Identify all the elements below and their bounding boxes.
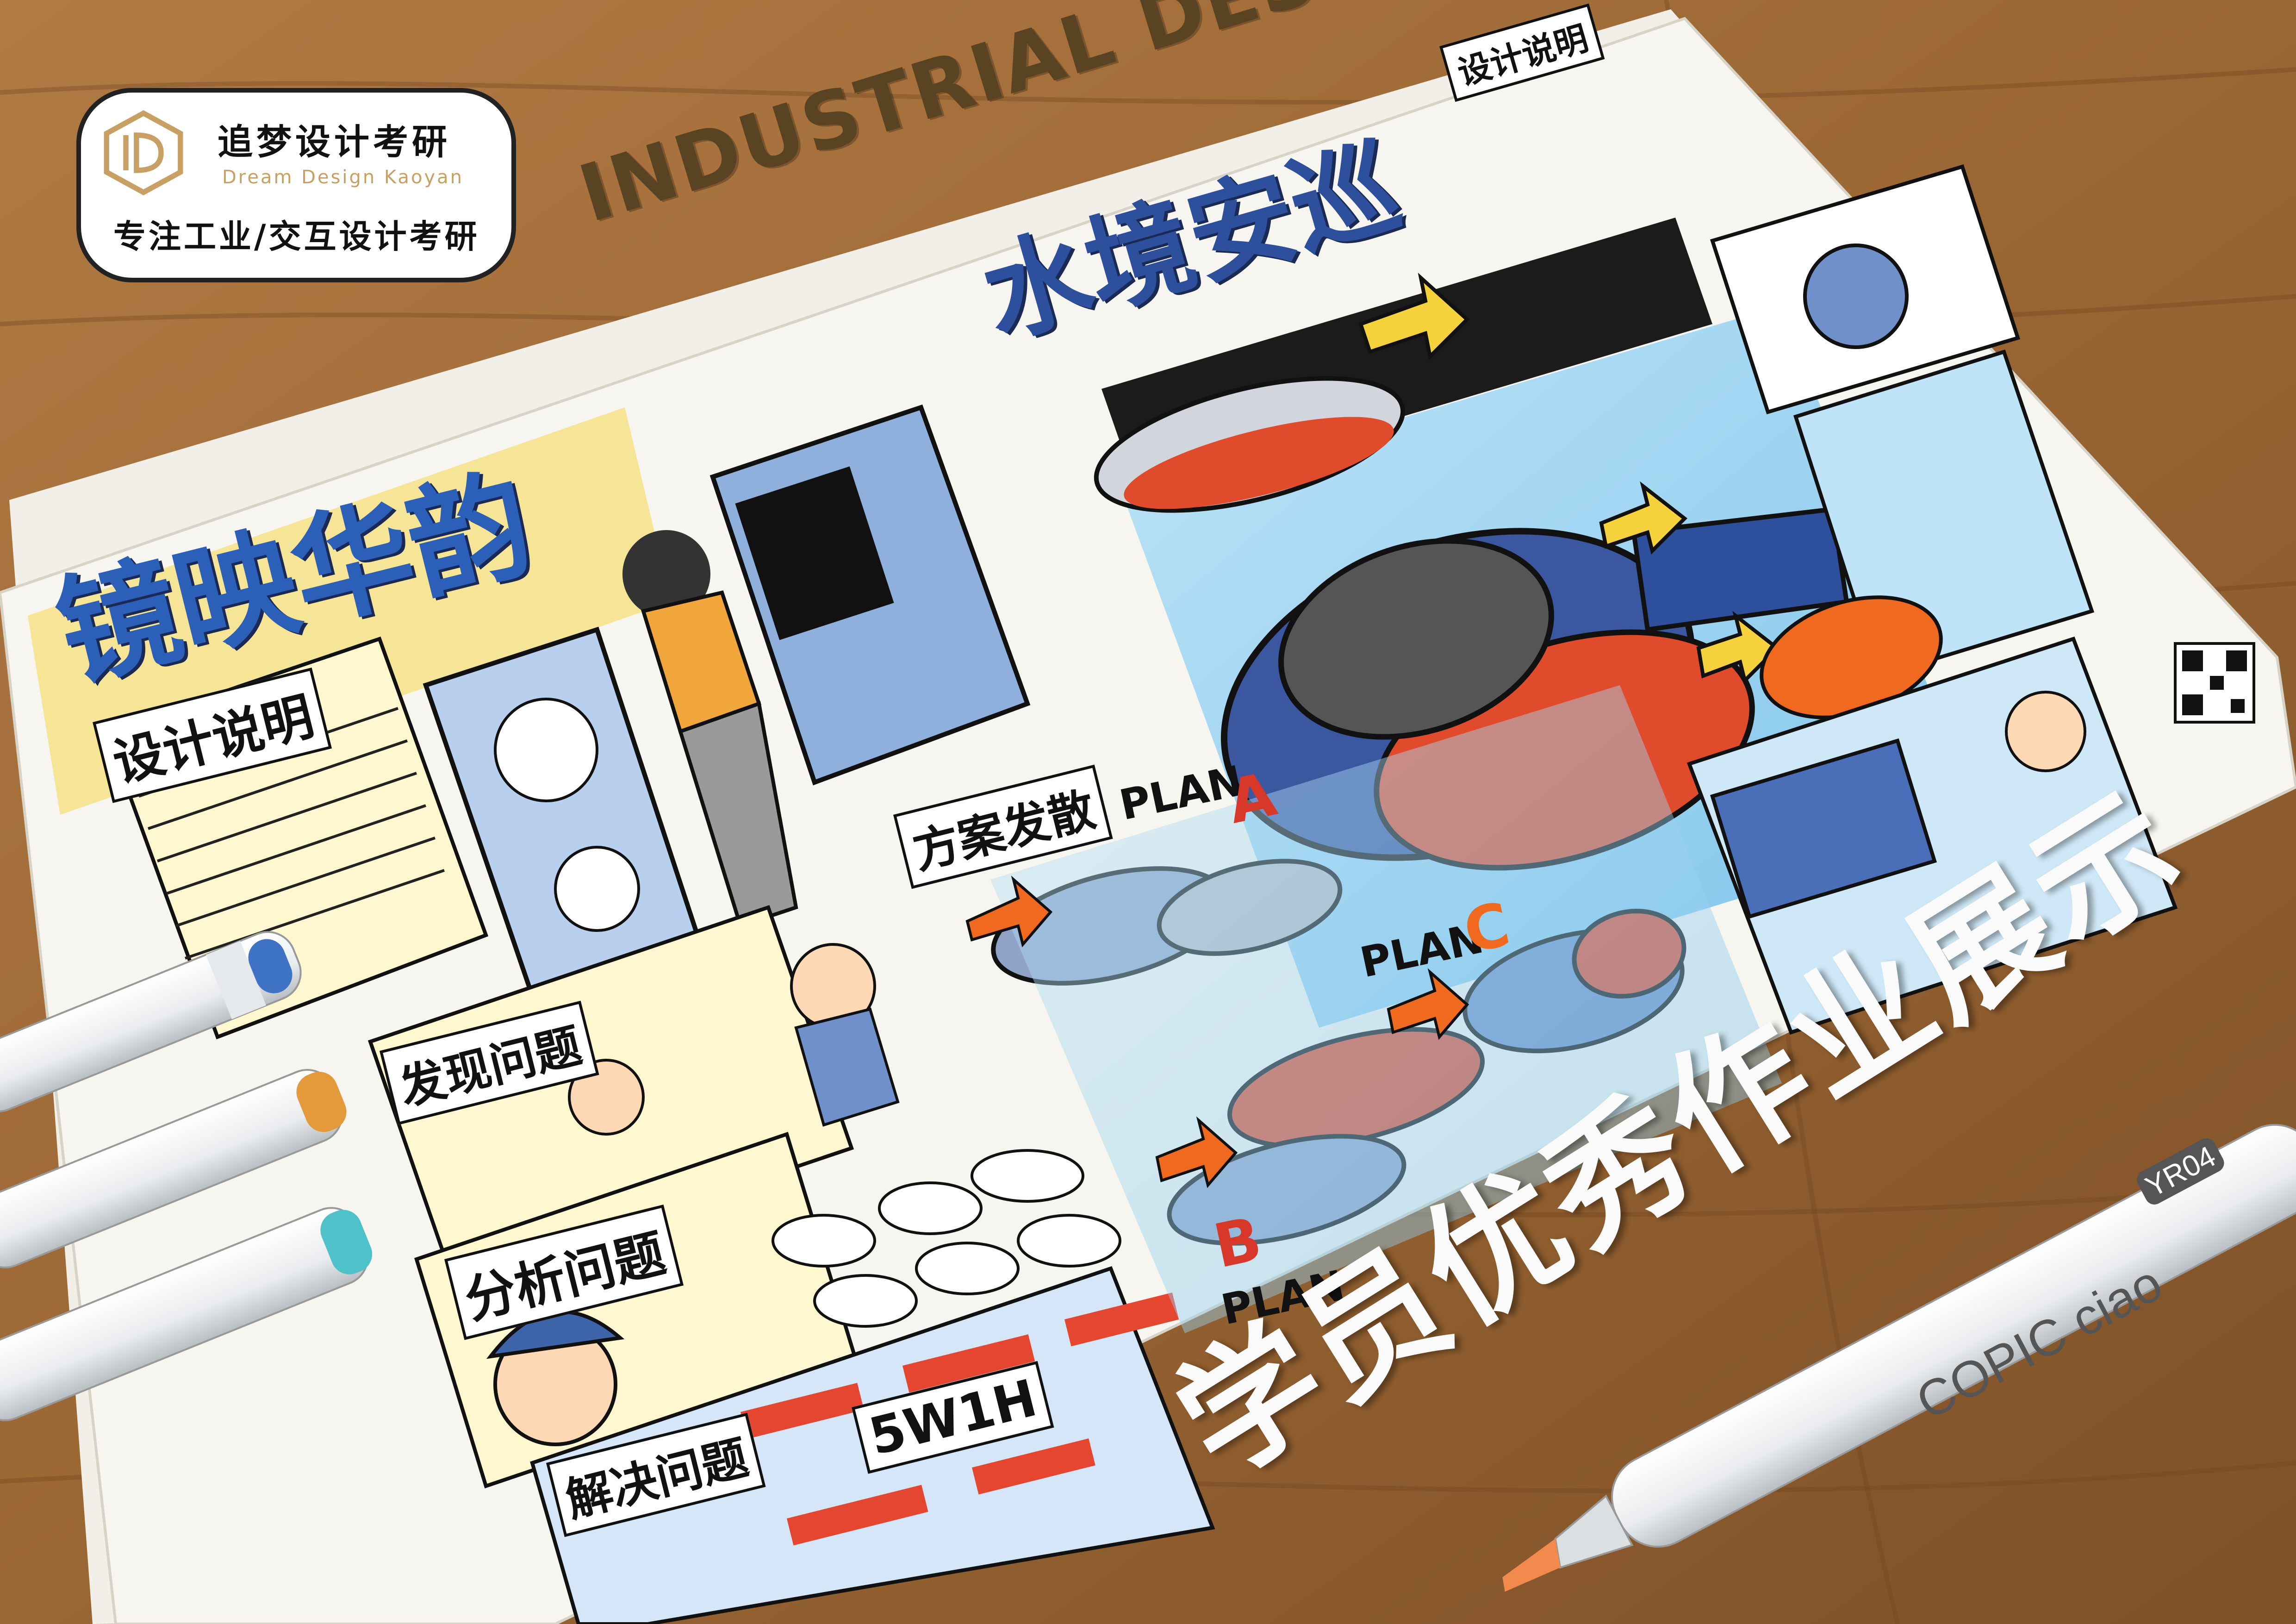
boat-top-left-red: [1124, 417, 1394, 509]
rescue-panel: [1793, 350, 2095, 678]
drowning-person: [568, 1059, 645, 1136]
brand-name-en: Dream Design Kaoyan: [222, 167, 464, 188]
phone-face-bottom: [554, 846, 640, 932]
officer-head-right: [2005, 691, 2086, 772]
girl-pants: [678, 701, 798, 929]
phone-face-top: [494, 698, 598, 802]
marker-pen-teal: [0, 1207, 373, 1421]
5w1h-tags: [740, 1292, 1179, 1546]
yellow-arrows: [1358, 272, 1780, 684]
detail-part: [1803, 244, 1909, 349]
control-screen: [1710, 738, 1937, 919]
keyword-bubbles: [772, 1149, 1121, 1328]
marker-pen-orange: [0, 1069, 347, 1268]
brand-name-cn: 追梦设计考研: [218, 121, 451, 162]
marker-pen-blue: [0, 931, 302, 1112]
mirror-screen: [735, 466, 894, 640]
police-body-top: [794, 1007, 900, 1127]
girl-head: [622, 530, 710, 618]
brand-logo-icon: [104, 110, 183, 195]
patrol-vessel-canopy: [1278, 538, 1554, 740]
marker-pen-copic: [1502, 1124, 2296, 1592]
brand-speech-bubble: [76, 88, 516, 282]
brand-tagline: 专注工业/交互设计考研: [113, 218, 480, 256]
qr-code-modules: [2182, 650, 2247, 715]
orange-arrows: [965, 875, 1469, 1188]
